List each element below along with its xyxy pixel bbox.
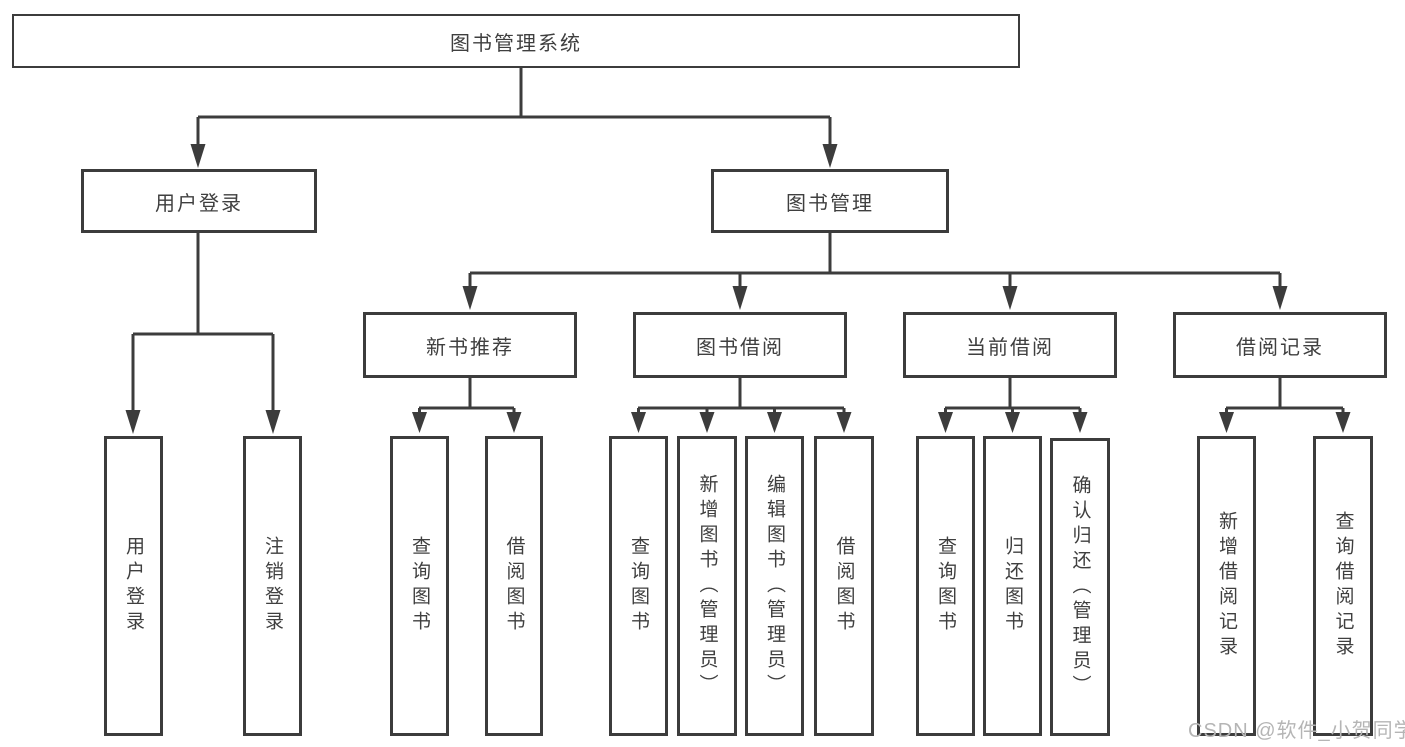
edge-borrow-record-to-leaves [1219, 378, 1351, 433]
leaf-new-rec-query: 查询图书 [390, 436, 449, 736]
node-user-login: 用户登录 [81, 169, 317, 233]
leaf-user-login: 用户登录 [104, 436, 163, 736]
node-current-borrow: 当前借阅 [903, 312, 1117, 378]
edge-book-borrow-to-leaves [631, 378, 852, 433]
leaf-record-add: 新增借阅记录 [1197, 436, 1256, 736]
leaf-current-confirm-label: 确认归还（管理员） [1069, 474, 1091, 700]
leaf-borrow-edit-label: 编辑图书（管理员） [764, 473, 785, 699]
leaf-borrow-add: 新增图书（管理员） [677, 436, 737, 736]
leaf-logout-label: 注销登录 [262, 536, 283, 636]
node-new-rec: 新书推荐 [363, 312, 577, 378]
leaf-current-return-label: 归还图书 [1002, 536, 1023, 636]
edge-root-to-level2 [190, 68, 838, 168]
edge-current-borrow-to-leaves [938, 378, 1088, 433]
csdn-watermark: CSDN @软件_小贺同学 [1188, 720, 1405, 742]
edge-book-mgmt-to-level3 [462, 233, 1288, 310]
node-new-rec-label: 新书推荐 [426, 336, 514, 359]
edge-new-rec-to-leaves [412, 378, 522, 433]
leaf-record-query: 查询借阅记录 [1313, 436, 1373, 736]
leaf-borrow-borrow-label: 借阅图书 [833, 536, 855, 636]
node-user-login-label: 用户登录 [155, 192, 243, 215]
leaf-borrow-edit: 编辑图书（管理员） [745, 436, 804, 736]
leaf-current-confirm: 确认归还（管理员） [1050, 438, 1110, 736]
leaf-record-add-label: 新增借阅记录 [1216, 511, 1237, 661]
leaf-record-query-label: 查询借阅记录 [1332, 511, 1354, 661]
edge-user-login-to-leaves [125, 233, 281, 434]
leaf-logout: 注销登录 [243, 436, 302, 736]
leaf-current-return: 归还图书 [983, 436, 1042, 736]
leaf-borrow-add-label: 新增图书（管理员） [696, 473, 718, 699]
node-borrow-record: 借阅记录 [1173, 312, 1387, 378]
leaf-new-rec-query-label: 查询图书 [409, 536, 430, 636]
leaf-new-rec-borrow-label: 借阅图书 [503, 536, 525, 636]
node-root: 图书管理系统 [12, 14, 1020, 68]
leaf-current-query: 查询图书 [916, 436, 975, 736]
node-root-label: 图书管理系统 [450, 32, 582, 55]
leaf-user-login-label: 用户登录 [123, 536, 144, 636]
node-book-borrow-label: 图书借阅 [696, 336, 784, 359]
leaf-new-rec-borrow: 借阅图书 [485, 436, 543, 736]
node-book-mgmt: 图书管理 [711, 169, 949, 233]
node-book-borrow: 图书借阅 [633, 312, 847, 378]
leaf-borrow-borrow: 借阅图书 [814, 436, 874, 736]
leaf-borrow-query-label: 查询图书 [628, 536, 649, 636]
leaf-borrow-query: 查询图书 [609, 436, 668, 736]
leaf-current-query-label: 查询图书 [935, 536, 956, 636]
node-book-mgmt-label: 图书管理 [786, 192, 874, 215]
node-borrow-record-label: 借阅记录 [1236, 336, 1324, 359]
node-current-borrow-label: 当前借阅 [966, 336, 1054, 359]
